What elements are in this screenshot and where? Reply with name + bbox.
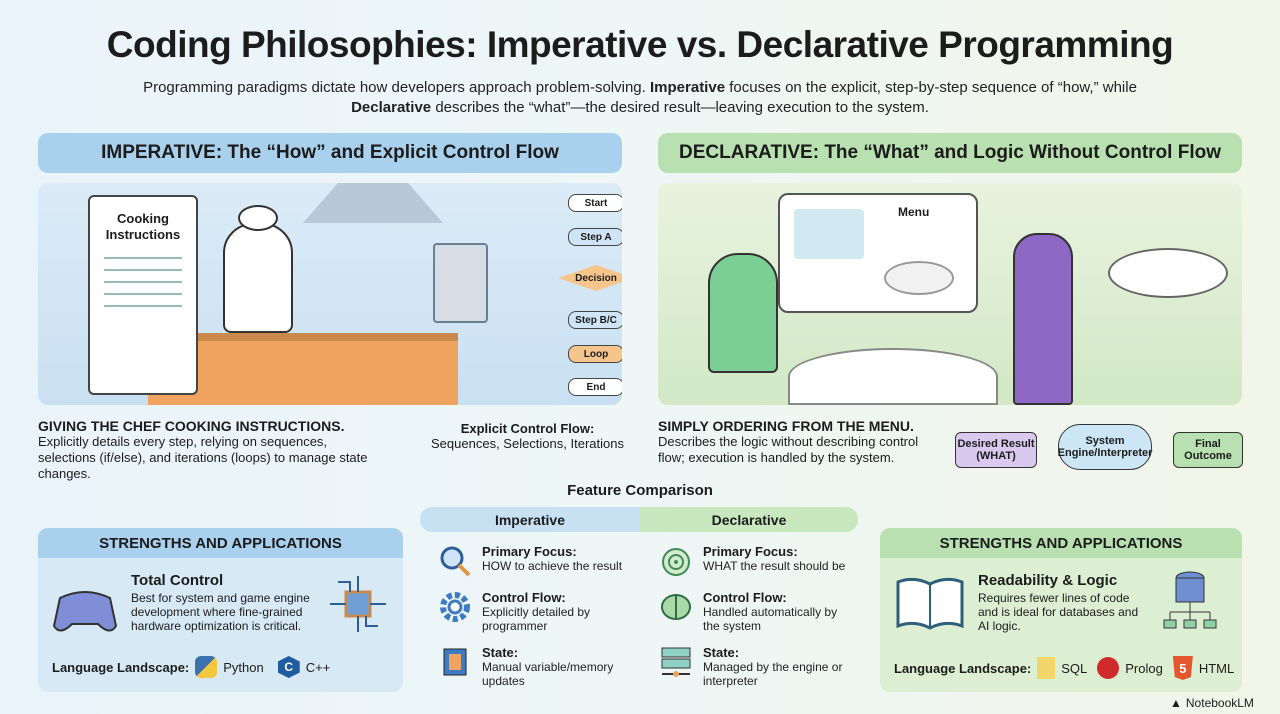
row-title: Primary Focus:	[703, 544, 798, 559]
chef-hat	[238, 205, 278, 231]
brain-icon	[661, 594, 691, 620]
page-title: Coding Philosophies: Imperative vs. Decl…	[106, 24, 1174, 65]
control-flow-note: Explicit Control Flow: Sequences, Select…	[420, 421, 635, 452]
declarative-strengths-card: STRENGTHS AND APPLICATIONS Readability &…	[880, 528, 1242, 692]
gamepad-icon	[52, 591, 118, 632]
flow-start: Start	[568, 194, 622, 212]
cpp-logo-icon: C	[277, 656, 300, 678]
declarative-caption: SIMPLY ORDERING FROM THE MENU. Describes…	[658, 418, 948, 466]
customer	[708, 253, 778, 373]
comparison-title: Feature Comparison	[567, 482, 713, 499]
chef	[223, 223, 293, 333]
circuit-chip-icon	[330, 576, 386, 632]
declarative-pill: Declarative	[640, 507, 858, 532]
row-text: Managed by the engine or interpreter	[703, 660, 843, 688]
subtitle: Programming paradigms dictate how develo…	[140, 78, 1140, 118]
subtitle-declarative: Declarative	[351, 99, 432, 116]
control-flow-text: Sequences, Selections, Iterations	[431, 436, 624, 451]
row-title: Control Flow:	[703, 590, 787, 605]
language-cpp: C++	[305, 659, 331, 675]
open-book-icon	[896, 577, 964, 630]
scroll-lines	[104, 257, 182, 317]
recipe-scroll: Cooking Instructions	[88, 195, 198, 395]
notebooklm-logo-icon: ▲	[1170, 696, 1182, 710]
caption-title: GIVING THE CHEF COOKING INSTRUCTIONS.	[38, 418, 345, 434]
strength-title: Readability & Logic	[978, 572, 1118, 589]
flow-step-bc: Step B/C	[568, 311, 622, 329]
language-prolog: Prolog	[1125, 660, 1163, 676]
desired-result-box: Desired Result (WHAT)	[955, 432, 1037, 468]
subtitle-text: describes the “what”—the desired result—…	[431, 99, 929, 116]
row-title: State:	[482, 645, 519, 660]
dish-image	[794, 209, 864, 259]
language-landscape: Language Landscape: SQL Prolog 5 HTML	[894, 656, 1234, 680]
row-title: State:	[703, 645, 740, 660]
chef-kitchen-illustration: Cooking Instructions Start Step A Decisi…	[38, 183, 622, 405]
target-icon	[662, 548, 690, 576]
brand-text: NotebookLM	[1185, 696, 1254, 710]
flow-decision: Decision	[558, 265, 622, 291]
magnifier-icon	[440, 546, 471, 577]
final-outcome-box: Final Outcome	[1173, 432, 1243, 468]
row-text: Manual variable/memory updates	[482, 660, 614, 688]
strengths-header: STRENGTHS AND APPLICATIONS	[880, 528, 1242, 558]
language-landscape: Language Landscape: Python C C++	[52, 656, 330, 678]
restaurant-illustration: Menu	[658, 183, 1242, 405]
subtitle-text: Programming paradigms dictate how develo…	[143, 79, 650, 96]
caption-title: SIMPLY ORDERING FROM THE MENU.	[658, 418, 914, 434]
menu-title: Menu	[898, 205, 930, 219]
strength-text: Best for system and game engine developm…	[131, 591, 310, 633]
caption-text: Describes the logic without describing c…	[658, 434, 919, 465]
system-engine-cloud: System Engine/Interpreter	[1058, 424, 1152, 470]
flow-loop: Loop	[568, 345, 622, 363]
strengths-header: STRENGTHS AND APPLICATIONS	[38, 528, 403, 558]
flow-end: End	[568, 378, 622, 396]
chip-icon	[443, 648, 467, 676]
landscape-label: Language Landscape:	[894, 660, 1032, 676]
language-python: Python	[223, 659, 264, 675]
strength-text: Requires fewer lines of code and is idea…	[978, 591, 1139, 633]
notebooklm-brand: ▲NotebookLM	[1170, 696, 1254, 710]
imperative-pill: Imperative	[420, 507, 640, 532]
oven	[433, 243, 488, 323]
salmon-plate	[1108, 248, 1228, 298]
waiter	[1013, 233, 1073, 405]
kitchen-counter	[148, 333, 458, 405]
server-icon	[661, 647, 691, 677]
menu-bubble: Menu	[778, 193, 978, 313]
row-text: HOW to achieve the result	[482, 559, 623, 573]
database-icon	[1163, 571, 1217, 629]
landscape-label: Language Landscape:	[52, 659, 190, 675]
caption-text: Explicitly details every step, relying o…	[38, 434, 368, 481]
control-flow-title: Explicit Control Flow:	[460, 421, 595, 436]
declarative-header: DECLARATIVE: The “What” and Logic Withou…	[658, 133, 1242, 173]
imperative-strengths-card: STRENGTHS AND APPLICATIONS Total Control…	[38, 528, 403, 692]
language-html: HTML	[1198, 660, 1235, 676]
imperative-header: IMPERATIVE: The “How” and Explicit Contr…	[38, 133, 622, 173]
row-text: WHAT the result should be	[703, 559, 846, 573]
row-text: Handled automatically by the system	[703, 605, 838, 633]
prolog-logo-icon	[1097, 657, 1120, 679]
row-title: Primary Focus:	[482, 544, 577, 559]
gear-icon	[440, 592, 470, 622]
imperative-caption: GIVING THE CHEF COOKING INSTRUCTIONS. Ex…	[38, 418, 378, 482]
dish-image	[884, 261, 954, 295]
language-sql: SQL	[1061, 660, 1088, 676]
row-title: Control Flow:	[482, 590, 566, 605]
scroll-title: Cooking Instructions	[105, 211, 181, 242]
row-text: Explicitly detailed by programmer	[482, 605, 591, 633]
flow-step-a: Step A	[568, 228, 622, 246]
subtitle-text: focuses on the explicit, step-by-step se…	[725, 79, 1137, 96]
strength-title: Total Control	[131, 572, 224, 589]
subtitle-imperative: Imperative	[650, 79, 726, 96]
table	[788, 348, 998, 405]
range-hood	[303, 183, 443, 223]
sql-file-icon	[1037, 657, 1056, 679]
python-logo-icon	[195, 656, 218, 678]
html5-logo-icon: 5	[1172, 656, 1193, 680]
